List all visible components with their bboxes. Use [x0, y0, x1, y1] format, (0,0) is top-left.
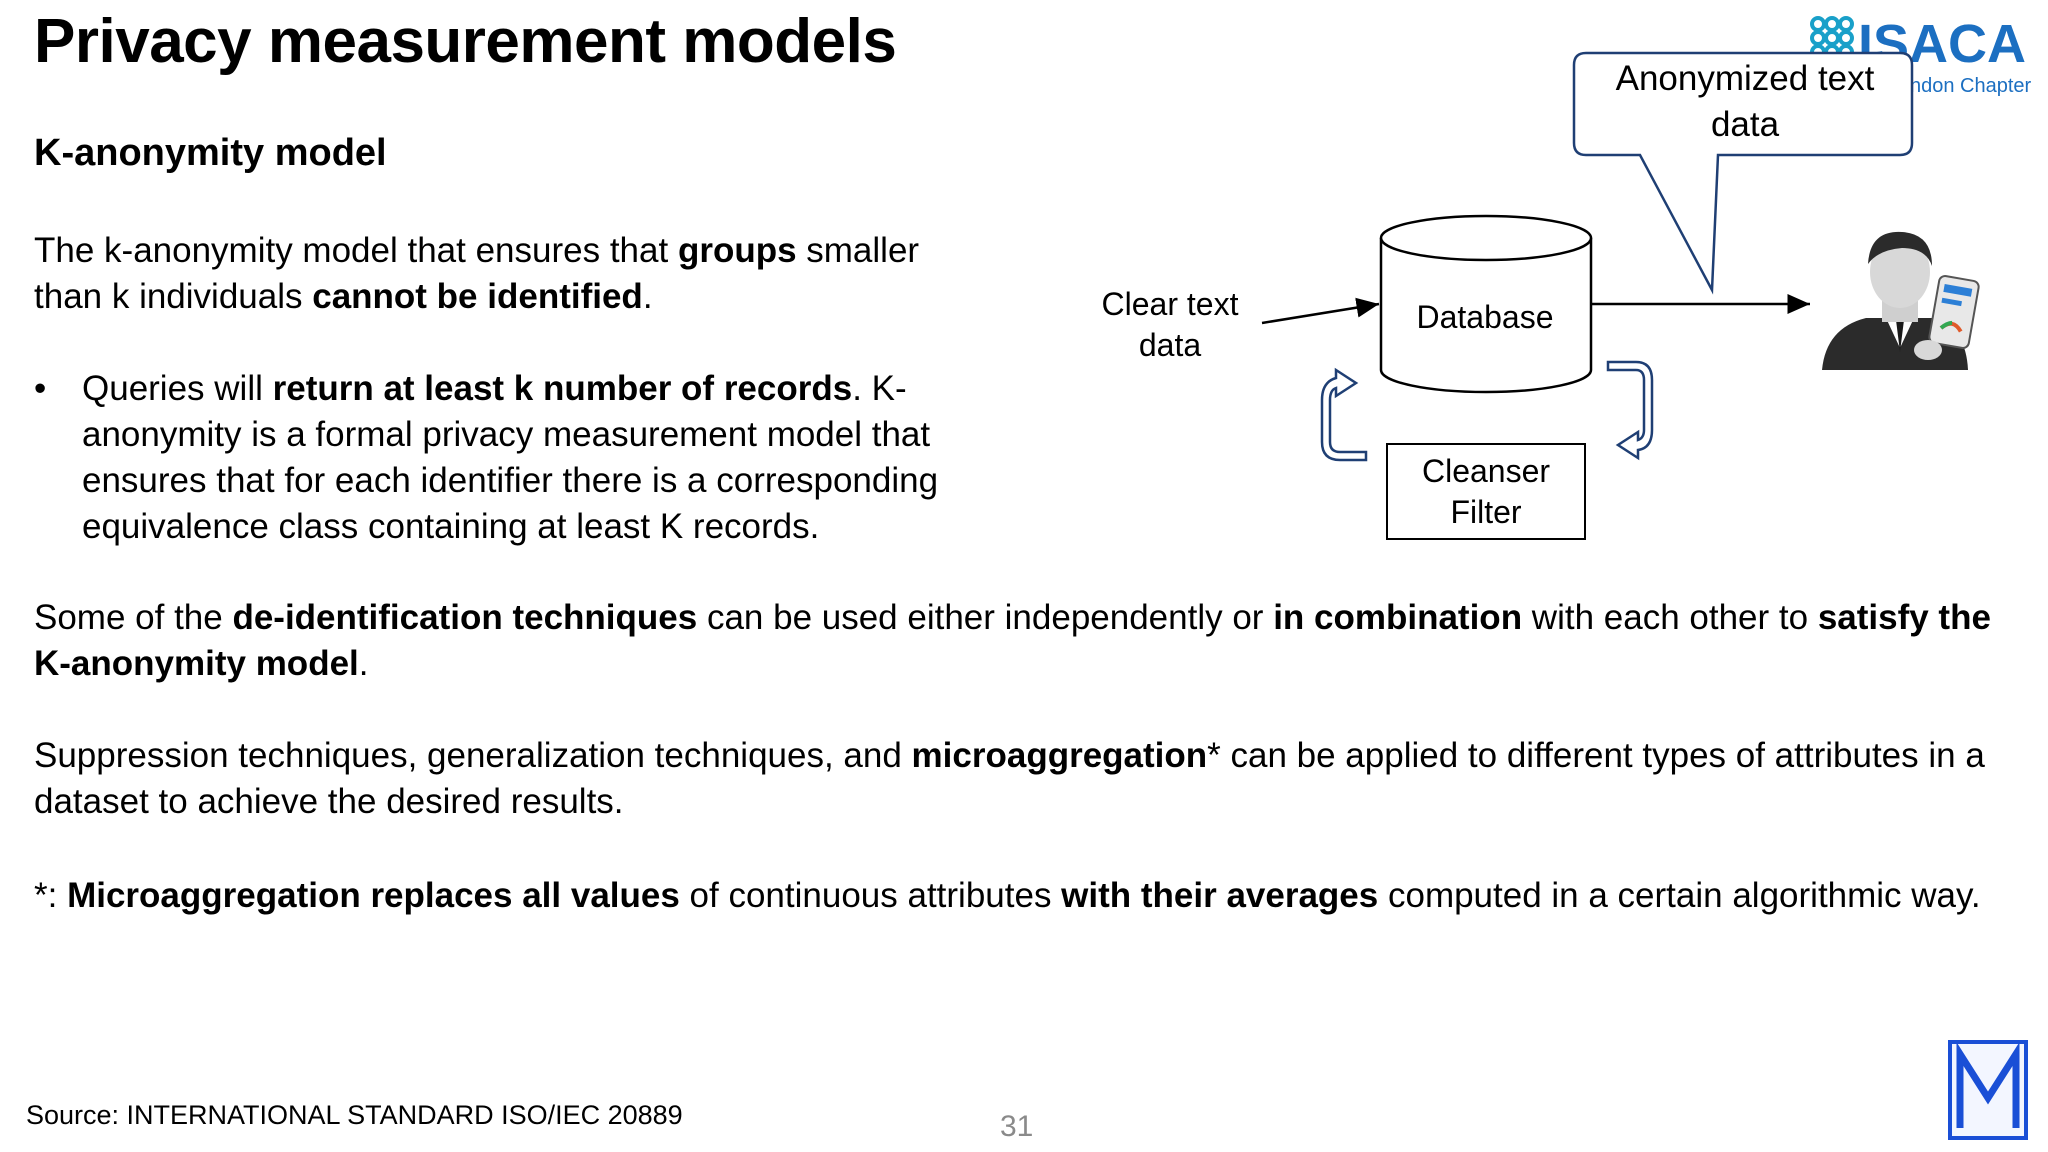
text-run: computed in a certain algorithmic way. [1378, 876, 1981, 915]
text-run: can be used either independently or [697, 598, 1274, 637]
text-run: Queries will [82, 369, 273, 408]
database-label: Database [1416, 299, 1554, 335]
intro-paragraph: The k-anonymity model that ensures that … [34, 228, 984, 320]
isaca-chapter-text: ndon Chapter [1910, 75, 2032, 97]
text-run: * can be applied to different types of a… [34, 736, 1985, 821]
person-with-phone-icon [1822, 231, 1980, 370]
text-run: Some of the [34, 598, 233, 637]
bold-text-run: cannot be identified [312, 277, 643, 316]
text-run: . [358, 644, 369, 683]
text-run: Suppression techniques, generalization t… [34, 736, 912, 775]
text-run: *: [34, 876, 68, 915]
bold-text-run: de-identification techniques [232, 598, 698, 637]
bold-text-run: microaggregation [911, 736, 1208, 775]
text-run: with each other to [1522, 598, 1818, 637]
suppression-paragraph: Suppression techniques, generalization t… [34, 733, 2024, 825]
bold-text-run: satisfy the K-anonymity model [34, 598, 1991, 683]
source-citation: Source: INTERNATIONAL STANDARD ISO/IEC 2… [26, 1100, 683, 1130]
page-title: Privacy measurement models [34, 7, 897, 76]
cycle-up-arrow-icon [1320, 367, 1368, 462]
m-logo: M [1948, 1040, 2028, 1140]
bullet-text: Queries will return at least k number of… [82, 369, 938, 546]
cycle-down-arrow-icon [1606, 360, 1654, 461]
text-run: of continuous attributes [679, 876, 1062, 915]
database-cylinder [1379, 214, 1593, 394]
cleanser-filter-label: Cleanser Filter [1421, 453, 1551, 530]
deidentification-paragraph: Some of the de-identification techniques… [34, 595, 2024, 687]
microaggregation-footnote: *: Microaggregation replaces all values … [34, 873, 2024, 919]
text-run: smaller than k individuals [34, 231, 920, 316]
page-number: 31 [1000, 1110, 1034, 1143]
bullet-item: • Queries will return at least k number … [34, 366, 994, 550]
bullet-list: • Queries will return at least k number … [34, 366, 994, 550]
cleanser-filter-box [1386, 443, 1586, 540]
clear-text-label: Clear text data [1101, 286, 1239, 363]
callout-label: Anonymized text data [1615, 59, 1875, 144]
bold-text-run: Microaggregation replaces all values [67, 876, 680, 915]
input-arrow [1261, 297, 1380, 325]
callout-bubble [1572, 51, 1914, 295]
bold-text-run: with their averages [1061, 876, 1379, 915]
text-run: . K-anonymity is a formal privacy measur… [82, 369, 939, 546]
bullet-marker: • [34, 369, 47, 408]
text-run: . [642, 277, 653, 316]
bold-text-run: return at least k number of records [272, 369, 853, 408]
bold-text-run: groups [677, 231, 797, 270]
bold-text-run: in combination [1273, 598, 1523, 637]
text-run: The k-anonymity model that ensures that [34, 231, 678, 270]
section-heading: K-anonymity model [34, 132, 387, 174]
